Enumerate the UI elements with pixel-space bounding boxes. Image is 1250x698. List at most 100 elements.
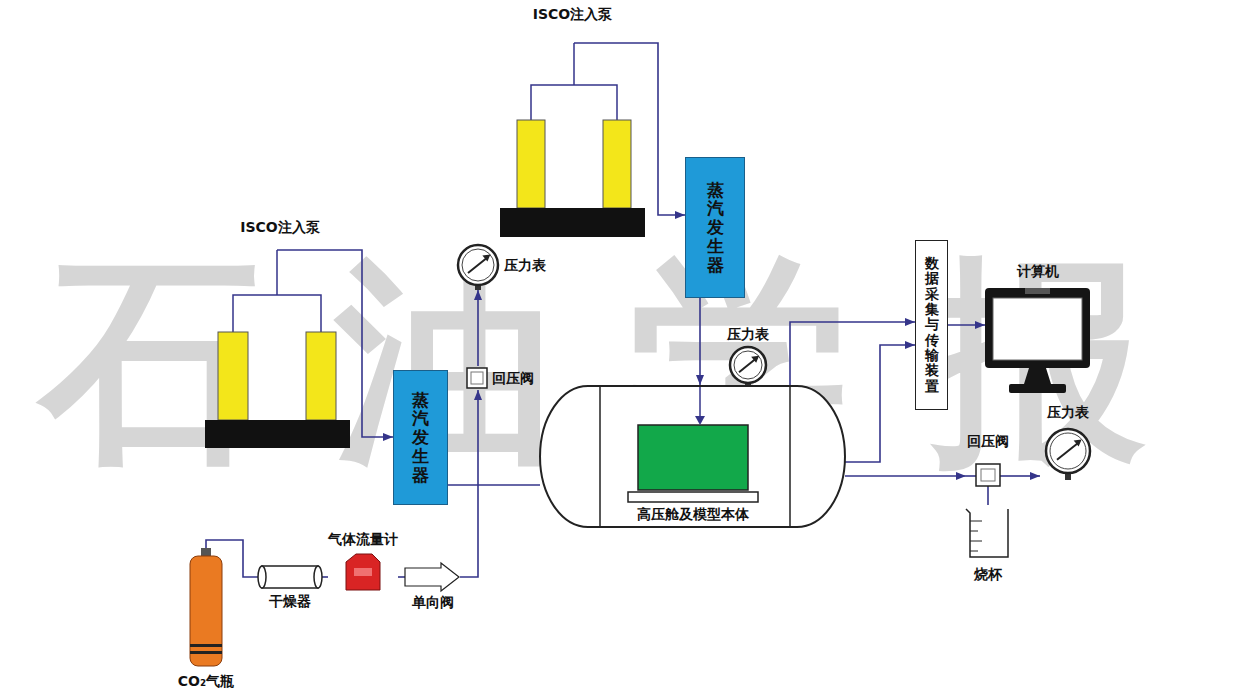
- check-valve-arrow: [405, 563, 459, 591]
- pipe-connector: [948, 324, 985, 326]
- gauge-rim: [462, 249, 494, 281]
- flow-meter-body: [346, 554, 380, 590]
- equipment-label: 压力表: [720, 325, 776, 343]
- beaker-graduation: [970, 551, 978, 552]
- valve-body: [976, 464, 1000, 486]
- equipment-label: 回压阀: [492, 369, 546, 387]
- pipe-connector: [477, 290, 479, 366]
- equipment-symbol: 烧杯: [962, 505, 1014, 585]
- pipe-connector: [699, 298, 701, 385]
- gas-cylinder: [190, 556, 222, 666]
- pump-base: [500, 208, 645, 237]
- monitor-screen: [993, 298, 1082, 360]
- equipment-label: 压力表: [504, 256, 562, 274]
- pipe-stub: [987, 486, 989, 487]
- equipment-label: 干燥器: [258, 592, 322, 610]
- dryer-end: [314, 566, 322, 588]
- pump-cylinder: [218, 332, 248, 420]
- symbol-drawing: [174, 548, 238, 693]
- vertical-label: 蒸汽发生器: [707, 181, 724, 274]
- gauge-needle-tip: [1074, 440, 1082, 447]
- equipment-symbol: ISCO注入泵: [500, 5, 645, 237]
- equipment-symbol: 干燥器: [258, 565, 322, 613]
- equipment-label: 回压阀: [966, 432, 1010, 450]
- pump-manifold: [531, 43, 645, 120]
- gauge-dial: [730, 347, 766, 383]
- dryer-end: [258, 566, 266, 588]
- gauge-dial: [1046, 429, 1090, 473]
- gauge-needle-tip: [751, 356, 759, 363]
- monitor-base: [1009, 384, 1066, 393]
- vertical-label: 蒸汽发生器: [412, 391, 429, 484]
- equipment-label: ISCO注入泵: [500, 5, 645, 23]
- pipe-connector: [790, 322, 915, 385]
- gauge-dial: [458, 245, 498, 285]
- equipment-symbol: 回压阀: [966, 432, 1010, 487]
- valve-body: [467, 368, 487, 388]
- symbol-drawing: [500, 5, 645, 237]
- equipment-symbol: CO₂气瓶: [174, 548, 238, 693]
- vessel-flange: [789, 386, 791, 527]
- equipment-symbol: 压力表: [456, 243, 562, 290]
- injection-line: [699, 387, 701, 417]
- labelled-box: 数据采集与传输装置: [915, 240, 948, 410]
- beaker-graduation: [970, 521, 982, 522]
- gauge-needle: [468, 257, 488, 273]
- equipment-label: 气体流量计: [328, 530, 398, 548]
- beaker-graduation: [970, 531, 978, 532]
- pump-cylinder: [517, 120, 545, 208]
- pump-cylinder: [603, 120, 631, 208]
- pipe-connector: [460, 390, 478, 577]
- equipment-symbol: 高压舱及模型本体: [540, 385, 845, 528]
- physical-model: [638, 425, 748, 490]
- gauge-needle: [1057, 442, 1079, 460]
- model-base-plate: [628, 492, 758, 502]
- equipment-label: 压力表: [1040, 403, 1096, 421]
- beaker-graduation: [970, 541, 982, 542]
- symbol-drawing: [205, 218, 355, 448]
- equipment-label: ISCO注入泵: [205, 218, 355, 236]
- pipe-connector: [845, 475, 966, 477]
- flow-meter-window: [354, 568, 372, 576]
- pipe-connector: [645, 43, 685, 215]
- labelled-box: 蒸汽发生器: [393, 370, 448, 505]
- cylinder-band: [190, 644, 222, 647]
- cylinder-band: [190, 651, 222, 654]
- injection-arrow: [695, 416, 705, 425]
- equipment-symbol: 计算机: [985, 262, 1090, 395]
- equipment-symbol: 回压阀: [466, 366, 546, 390]
- pipe-connector: [987, 487, 989, 505]
- equipment-symbol: 压力表: [720, 325, 776, 385]
- symbol-drawing: [985, 262, 1090, 395]
- equipment-label: CO₂气瓶: [174, 672, 238, 690]
- pipe-connector: [448, 484, 540, 486]
- equipment-symbol: 气体流量计: [328, 530, 398, 592]
- gauge-rim: [734, 351, 762, 379]
- monitor-stand: [1024, 368, 1051, 384]
- pump-base: [205, 420, 350, 448]
- pipe-connector: [322, 576, 328, 578]
- pressure-vessel: [540, 386, 845, 527]
- vertical-label: 数据采集与传输装置: [925, 256, 939, 395]
- pipe-connector: [355, 250, 393, 437]
- pipe-connector: [1010, 475, 1040, 477]
- pipe-connector: [398, 576, 405, 578]
- pump-manifold: [233, 250, 355, 332]
- pipe-connector: [845, 345, 915, 462]
- equipment-symbol: 压力表: [1040, 403, 1096, 480]
- equipment-label: 计算机: [985, 262, 1090, 280]
- valve-inner: [981, 469, 995, 481]
- equipment-label: 烧杯: [962, 565, 1014, 583]
- pump-cylinder: [306, 332, 336, 420]
- monitor-frame: [985, 288, 1090, 368]
- pipe-stub: [1000, 475, 1010, 477]
- gauge-needle-tip: [482, 255, 490, 262]
- equipment-symbol: 单向阀: [405, 563, 460, 611]
- equipment-label: 单向阀: [405, 593, 460, 611]
- vessel-flange: [599, 386, 601, 527]
- pipe-stub: [966, 475, 976, 477]
- labelled-box: 蒸汽发生器: [685, 157, 745, 298]
- equipment-symbol: ISCO注入泵: [205, 218, 355, 448]
- equipment-label: 高压舱及模型本体: [540, 505, 845, 523]
